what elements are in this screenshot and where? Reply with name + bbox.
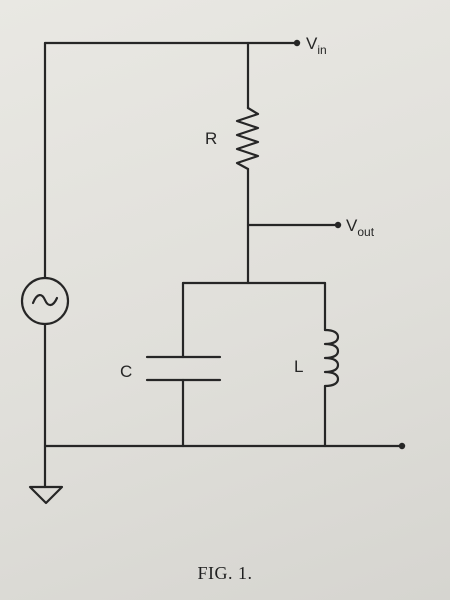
ground-icon xyxy=(28,485,64,505)
capacitor-label: C xyxy=(120,362,132,381)
vout-label-main: V xyxy=(346,216,358,235)
figure-caption: FIG. 1. xyxy=(197,563,253,583)
ground-rail-terminal-dot xyxy=(398,442,406,450)
vin-terminal-dot xyxy=(293,39,301,47)
vin-label: Vin xyxy=(306,34,327,57)
resistor-symbol xyxy=(235,106,260,171)
vin-label-sub: in xyxy=(317,43,326,57)
vin-label-main: V xyxy=(306,34,318,53)
vout-label: Vout xyxy=(346,216,375,239)
inductor-label: L xyxy=(294,357,303,376)
vout-terminal-dot xyxy=(334,221,342,229)
ac-source-sine-icon xyxy=(31,294,59,307)
vout-label-sub: out xyxy=(357,225,374,239)
resistor-label: R xyxy=(205,129,217,148)
inductor-coil-symbol xyxy=(323,328,340,388)
